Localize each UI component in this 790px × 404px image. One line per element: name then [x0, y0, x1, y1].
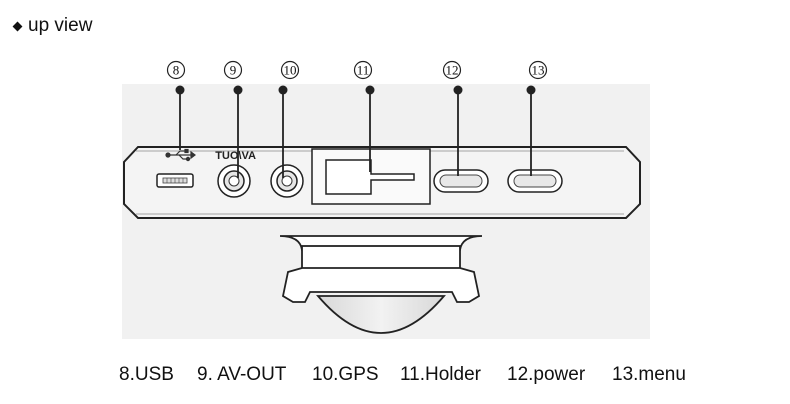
usb-port	[156, 173, 194, 188]
power-button	[433, 169, 489, 193]
callout-13: 13	[526, 60, 548, 176]
callout-13-number: 13	[532, 63, 545, 78]
callout-10: 10	[278, 60, 300, 178]
usb-symbol-icon	[165, 148, 196, 162]
av-out-jack	[217, 164, 251, 198]
callout-11: 11	[353, 60, 375, 172]
gps-jack	[270, 164, 304, 198]
legend-item-usb: 8.USB	[119, 364, 174, 385]
legend-item-gps: 10.GPS	[312, 364, 379, 385]
legend-item-power: 12.power	[507, 364, 586, 385]
legend-item-menu: 13.menu	[612, 364, 686, 385]
holder-slot	[311, 148, 431, 205]
legend-item-holder: 11.Holder	[400, 364, 481, 385]
legend-item-av-out: 9. AV-OUT	[197, 364, 287, 385]
callout-9-number: 9	[230, 63, 237, 78]
av-out-port-lettering: AV/OUT	[215, 150, 256, 162]
callout-10-number: 10	[284, 63, 297, 78]
callout-11-number: 11	[357, 63, 370, 78]
section-heading-text: up view	[28, 15, 93, 36]
callout-8: 8	[166, 60, 186, 150]
callout-12: 12	[442, 60, 463, 176]
camera-lens	[279, 235, 483, 334]
callout-8-number: 8	[173, 63, 180, 78]
menu-button	[507, 169, 563, 193]
callout-9: 9	[223, 60, 243, 178]
section-heading: up view	[12, 15, 93, 37]
callout-12-number: 12	[446, 63, 459, 78]
